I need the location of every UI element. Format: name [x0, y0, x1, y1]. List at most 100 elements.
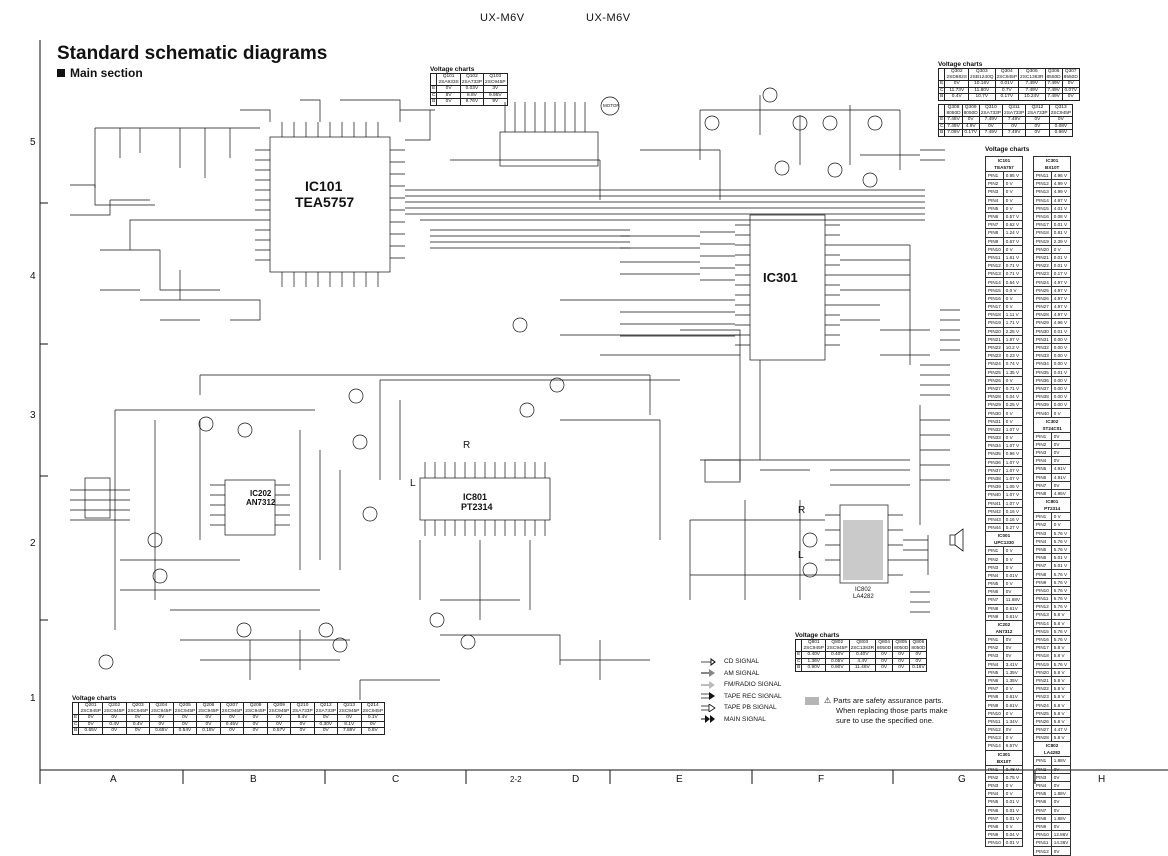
legend-label: MAIN SIGNAL — [724, 715, 766, 723]
pin-voltage: 4.99 V — [1050, 179, 1072, 189]
pin-voltage: 1.07 V — [1002, 457, 1024, 467]
pin-voltage: 4.91V — [1050, 472, 1072, 482]
bullet-square-icon — [57, 69, 65, 77]
table-cell: 0.65V — [149, 727, 174, 735]
grid-col-e: E — [676, 774, 683, 785]
pin-voltage: 0V — [1050, 805, 1072, 815]
pin-name: PIN10 — [1033, 830, 1052, 840]
warning-triangle-icon: ⚠ — [824, 696, 832, 705]
pin-name: PIN9 — [985, 611, 1004, 621]
pin-voltage: 0 V — [1002, 821, 1024, 832]
table-cell: 0.40V — [801, 651, 827, 659]
voltage-chart-title: Voltage charts — [795, 632, 840, 639]
table-cell: 0V — [360, 720, 386, 729]
table-cell: 0V — [149, 720, 174, 729]
pin-name: PIN34 — [1033, 359, 1052, 369]
pin-name: PIN9 — [985, 830, 1004, 840]
pin-name: PIN17 — [985, 301, 1004, 312]
pin-name: PIN16 — [1033, 634, 1052, 645]
table-cell: 0V — [102, 714, 127, 722]
pin-name: PIN11 — [1033, 838, 1052, 848]
amp-channel-r-label: R — [798, 505, 806, 516]
pin-voltage: 0V — [1050, 431, 1072, 441]
pin-name: PIN11 — [1033, 170, 1052, 181]
pin-name: PIN1 — [985, 546, 1004, 556]
pin-name: PIN3 — [1033, 528, 1052, 538]
pin-voltage: 0.04 V — [1002, 830, 1024, 840]
pin-name: PIN36 — [985, 457, 1004, 467]
tape-pb-signal-arrow-icon — [701, 703, 716, 712]
pin-name: PIN17 — [1033, 643, 1052, 653]
pin-name: PIN19 — [1033, 236, 1052, 246]
pin-voltage: 0 V — [1002, 203, 1024, 213]
pin-name: PIN31 — [1033, 334, 1052, 344]
pin-voltage: 0V — [1050, 797, 1072, 807]
legend-label: FM/RADIO SIGNAL — [724, 681, 782, 689]
pin-voltage: 3.41V — [1002, 659, 1024, 669]
pin-voltage: 1.07 V — [1002, 465, 1024, 475]
ic802-label: IC802 — [855, 587, 872, 593]
pin-voltage: 5.01 V — [1050, 553, 1072, 563]
pin-name: PIN30 — [985, 408, 1004, 418]
pin-voltage: 0.00 V — [1050, 392, 1072, 402]
pin-voltage: 4.96 V — [1050, 170, 1072, 181]
pin-voltage: 0V — [1050, 772, 1072, 782]
schematic-frame — [39, 40, 1168, 784]
pin-voltage: 5.8 V — [1050, 692, 1072, 702]
pin-voltage: 1.71 V — [1002, 318, 1024, 328]
schematic-wiring — [70, 87, 964, 700]
pin-name: PIN27 — [985, 383, 1004, 394]
pin-name: PIN5 — [985, 203, 1004, 213]
table-cell: 0V — [875, 657, 894, 666]
pin-voltage: 0.57 V — [1002, 211, 1024, 222]
table-cell: B — [71, 727, 80, 735]
pin-voltage: 5.8 V — [1050, 643, 1072, 653]
pin-name: PIN15 — [1033, 626, 1052, 636]
pin-voltage: 0V — [1050, 780, 1072, 791]
pin-name: PIN26 — [1033, 293, 1052, 304]
pin-name: PIN4 — [1033, 456, 1052, 466]
model-name-left: UX-M6V — [480, 12, 525, 24]
pin-voltage: 0 V — [1002, 708, 1024, 718]
table-cell: 0V — [336, 714, 362, 722]
pin-name: PIN18 — [1033, 228, 1052, 238]
pin-voltage: 5.76 V — [1050, 659, 1072, 669]
table-cell: 0.4V — [102, 720, 127, 729]
pin-name: PIN6 — [1033, 472, 1052, 482]
pin-name: PIN3 — [985, 780, 1004, 791]
pin-name: PIN7 — [985, 595, 1004, 605]
pin-name: PIN8 — [1033, 569, 1052, 579]
